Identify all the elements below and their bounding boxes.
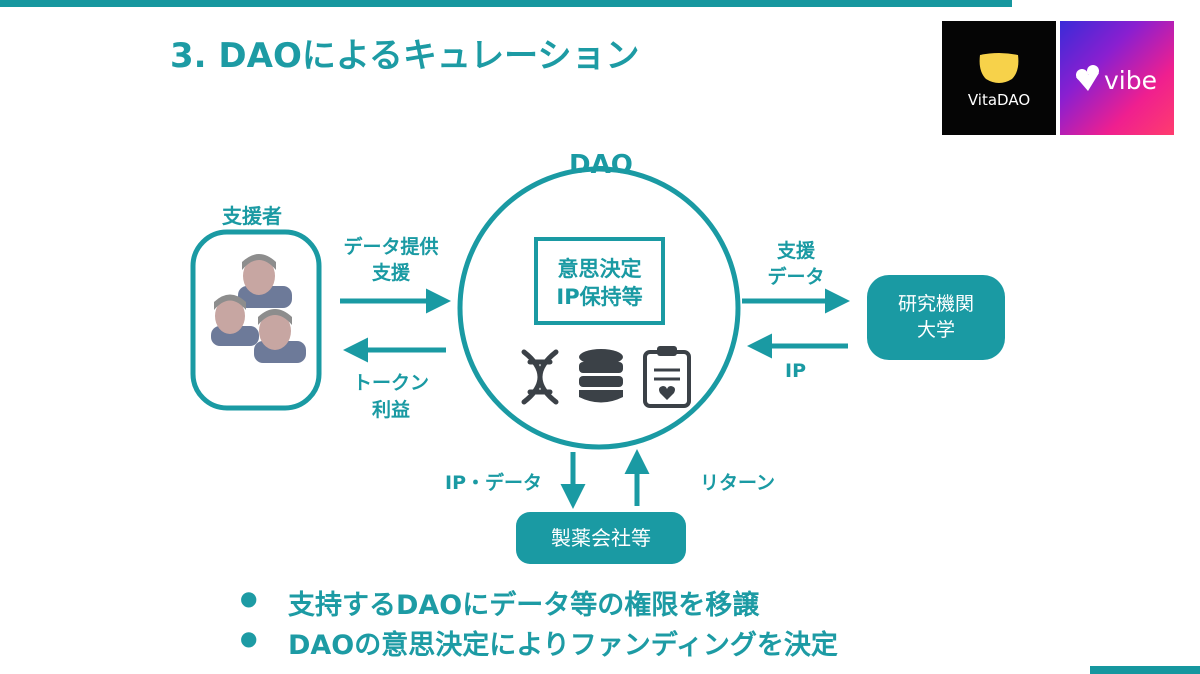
research-box-label-2: 大学 — [916, 319, 955, 341]
dao-label: DAO — [569, 150, 633, 180]
arrow-to-research-label-2: データ — [767, 266, 825, 288]
arrow-to-dao-label-2: 支援 — [371, 262, 410, 284]
database-icon — [579, 349, 623, 403]
vibe-logo: vibe — [1060, 21, 1174, 135]
pharma-box — [516, 512, 686, 564]
person-icon — [211, 294, 259, 346]
bullet-text: DAOの意思決定によりファンディングを決定 — [288, 630, 838, 661]
person-icon — [238, 254, 292, 308]
dao-box-label-2: IP保持等 — [556, 285, 643, 309]
bottom-accent-bar — [1090, 666, 1200, 674]
bullet-dot-icon: ● — [240, 626, 258, 650]
pharma-box-label: 製薬会社等 — [551, 526, 651, 550]
research-box-label-1: 研究機関 — [897, 293, 974, 315]
vitadao-shield-icon — [979, 53, 1019, 83]
vitadao-logo-text: VitaDAO — [967, 91, 1031, 109]
arrow-down-label: IP・データ — [445, 472, 542, 494]
vibe-logo-text: vibe — [1104, 66, 1157, 95]
supporters-box — [190, 229, 322, 411]
arrow-to-dao-label-1: データ提供 — [343, 236, 439, 258]
clipboard-heart-icon — [643, 346, 691, 408]
person-icon — [254, 309, 306, 363]
arrow-from-dao-label-2: 利益 — [371, 399, 410, 421]
bullet-text: 支持するDAOにデータ等の権限を移譲 — [288, 590, 760, 621]
bullet-dot-icon: ● — [240, 586, 258, 610]
dao-decision-box — [534, 237, 665, 325]
supporters-label: 支援者 — [222, 204, 282, 228]
arrow-to-research-label-1: 支援 — [776, 240, 815, 262]
arrow-from-research-label: IP — [785, 360, 806, 382]
vibe-heart-icon — [1076, 65, 1099, 91]
dao-circle — [457, 166, 741, 450]
arrow-from-dao-label-1: トークン — [352, 372, 429, 394]
top-accent-bar — [0, 0, 1012, 7]
arrow-up-label: リターン — [700, 472, 776, 494]
vitadao-logo: VitaDAO — [942, 21, 1056, 135]
dna-icon — [521, 349, 559, 405]
slide-title: 3. DAOによるキュレーション — [170, 36, 640, 76]
research-box — [867, 275, 1005, 360]
dao-box-label-1: 意思決定 — [557, 257, 642, 281]
